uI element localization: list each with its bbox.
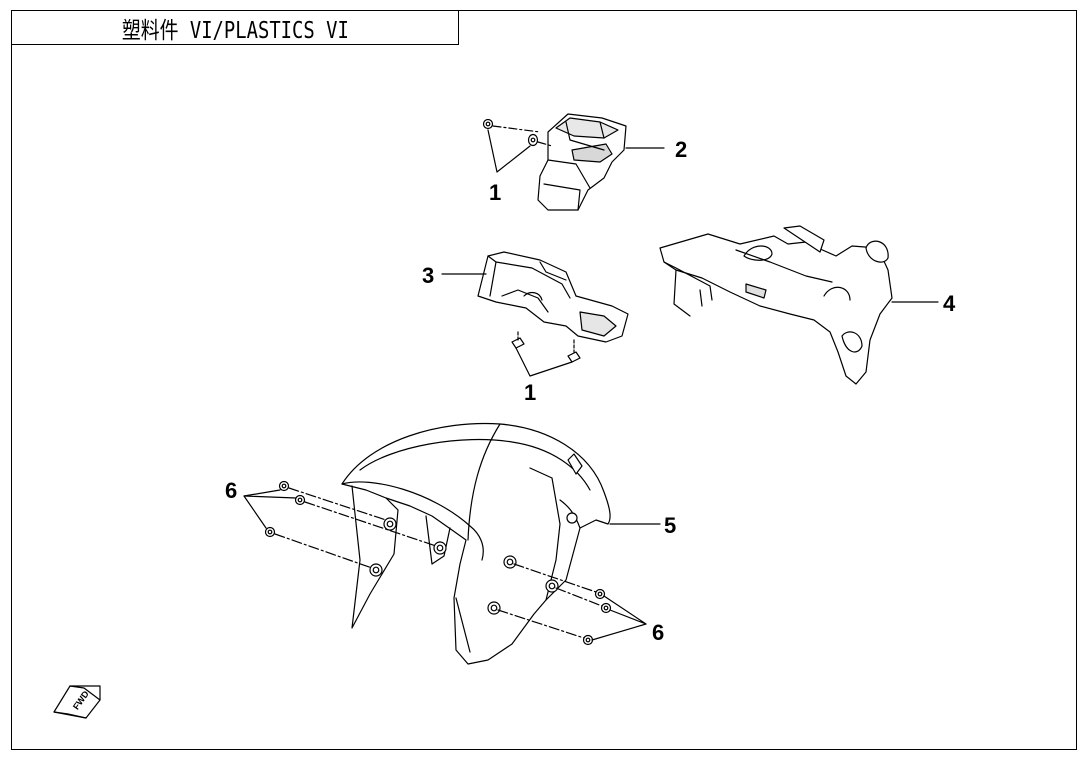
title-block: 塑料件 VI/PLASTICS VI — [11, 10, 459, 45]
callout-1-upper: 1 — [489, 180, 501, 205]
part-5-front-fender — [341, 422, 611, 665]
callout-2: 2 — [675, 137, 687, 162]
part-2-upper-cover — [537, 113, 627, 211]
callout-4: 4 — [943, 291, 956, 316]
part-1-screws-lower — [511, 331, 581, 377]
callout-3: 3 — [422, 263, 434, 288]
callout-1-lower: 1 — [524, 380, 536, 405]
part-4-long-bracket — [659, 225, 893, 385]
part-3-bracket-cover — [477, 251, 629, 343]
drawing-frame — [11, 10, 1077, 750]
fwd-arrow-icon — [53, 685, 101, 719]
part-6-screws-left — [243, 480, 437, 569]
diagram-title: 塑料件 VI/PLASTICS VI — [121, 17, 349, 44]
callout-6-right: 6 — [652, 620, 664, 645]
part-6-screws-right — [497, 563, 647, 646]
part-1-screws-upper — [482, 118, 553, 173]
callout-6-left: 6 — [225, 478, 237, 503]
callout-5: 5 — [664, 513, 676, 538]
